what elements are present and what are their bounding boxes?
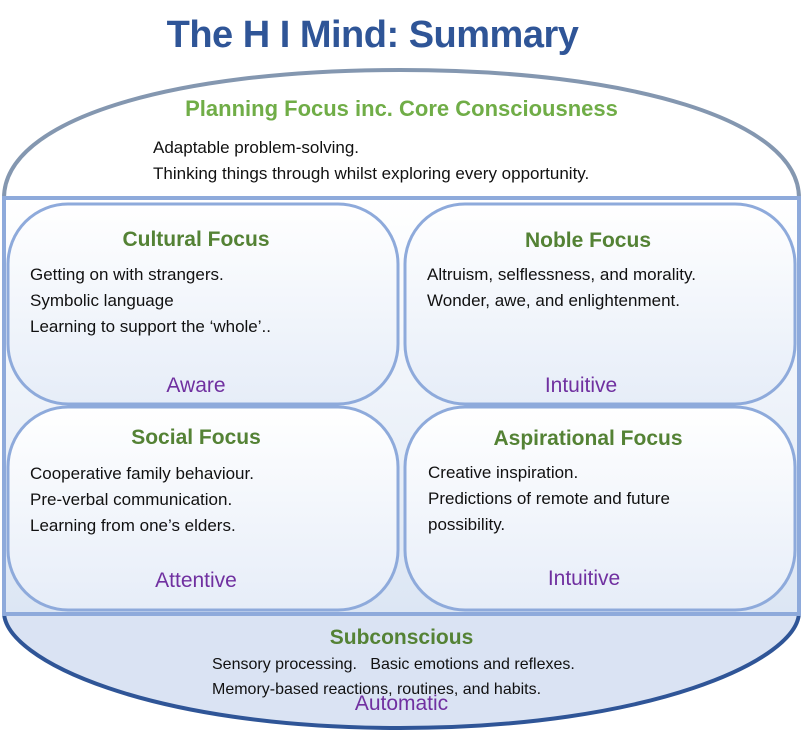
subconscious-heading: Subconscious [329, 626, 474, 649]
page-title: The H I Mind: Summary [166, 14, 579, 56]
planning-line: Thinking things through whilst exploring… [153, 164, 590, 183]
noble-state: Intuitive [544, 374, 618, 397]
aspirational-heading: Aspirational Focus [493, 427, 683, 450]
aspirational-line: Creative inspiration. [428, 463, 579, 482]
subconscious-text: Sensory processing. Basic emotions and r… [212, 652, 575, 702]
subconscious-line: Memory-based reactions, routines, and ha… [212, 681, 542, 698]
cultural-line: Getting on with strangers. [30, 265, 224, 284]
subconscious-state: Automatic [354, 692, 449, 715]
social-state: Attentive [155, 569, 237, 592]
noble-text: Altruism, selflessness, and morality. Wo… [427, 262, 696, 314]
quadrant-box-social [6, 405, 400, 612]
social-text: Cooperative family behaviour. Pre-verbal… [30, 461, 254, 539]
cultural-line: Learning to support the ‘whole’.. [30, 317, 271, 336]
planning-text: Adaptable problem-solving. Thinking thin… [153, 135, 589, 187]
noble-line: Altruism, selflessness, and morality. [427, 265, 696, 284]
noble-heading: Noble Focus [524, 229, 651, 252]
aspirational-state: Intuitive [547, 567, 621, 590]
planning-dome [2, 67, 801, 199]
cultural-line: Symbolic language [30, 291, 174, 310]
cultural-heading: Cultural Focus [122, 228, 270, 251]
quadrant-box-noble [403, 202, 797, 406]
planning-heading: Planning Focus inc. Core Consciousness [185, 96, 618, 121]
social-line: Learning from one’s elders. [30, 516, 236, 535]
planning-line: Adaptable problem-solving. [153, 138, 360, 157]
aspirational-line: Predictions of remote and future [428, 489, 670, 508]
noble-line: Wonder, awe, and enlightenment. [427, 291, 680, 310]
cultural-state: Aware [166, 374, 226, 397]
subconscious-bowl [1, 610, 802, 731]
quadrant-box-aspirational [403, 405, 797, 612]
subconscious-line: Sensory processing. Basic emotions and r… [212, 656, 575, 673]
cultural-text: Getting on with strangers. Symbolic lang… [30, 262, 271, 340]
social-line: Pre-verbal communication. [30, 490, 233, 509]
aspirational-text: Creative inspiration. Predictions of rem… [428, 460, 670, 538]
aspirational-line: possibility. [428, 515, 506, 534]
social-heading: Social Focus [131, 426, 261, 449]
quadrant-box-cultural [6, 202, 400, 406]
social-line: Cooperative family behaviour. [30, 464, 254, 483]
